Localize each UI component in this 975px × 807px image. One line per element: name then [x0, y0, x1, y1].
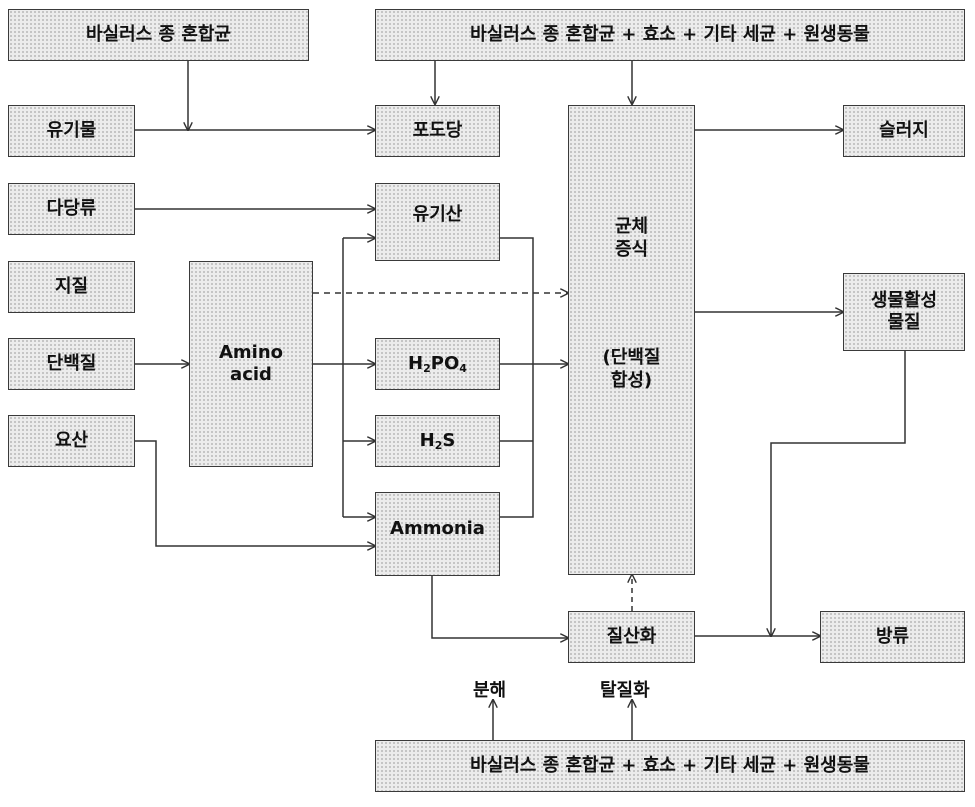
- box-amino-acid: Amino acid: [189, 261, 313, 467]
- box-ammonia-text: Ammonia: [390, 517, 485, 539]
- box-bioactive: 생물활성 물질: [843, 273, 965, 351]
- edge-acid-collector: [500, 237, 534, 518]
- box-urea-text: 요산: [54, 429, 89, 451]
- box-bacillus-enzyme-top: 바실러스 종 혼합균 + 효소 + 기타 세균 + 원생동물: [375, 9, 965, 61]
- label-decomposition: 분해: [473, 680, 507, 701]
- box-bacillus-enzyme-top-text: 바실러스 종 혼합균 + 효소 + 기타 세균 + 원생동물: [470, 23, 870, 45]
- cell-growth-line2: 증식: [614, 238, 649, 260]
- box-ammonia: Ammonia: [375, 492, 500, 576]
- box-cell-growth-text: 균체 증식 (단백질 합성): [603, 216, 661, 392]
- h2s-sub: 2: [434, 438, 443, 452]
- box-h2s-text: H2S: [420, 430, 456, 453]
- bioactive-line2: 물질: [887, 312, 921, 333]
- box-polysaccharide-text: 다당류: [46, 197, 97, 219]
- amino-line2: acid: [230, 364, 272, 385]
- box-organic-acid-text: 유기산: [412, 203, 463, 225]
- protein-synthesis-line2: 합성): [610, 369, 653, 391]
- h2s-h: H: [419, 429, 435, 451]
- box-bacillus-mix-text: 바실러스 종 혼합균: [85, 23, 231, 45]
- box-organic-matter: 유기물: [8, 105, 135, 157]
- box-glucose: 포도당: [375, 105, 500, 157]
- label-denitrification: 탈질화: [600, 680, 650, 701]
- box-phosphate-text: H2PO4: [408, 353, 467, 376]
- box-urea: 요산: [8, 415, 135, 467]
- box-phosphate: H2PO4: [375, 338, 500, 390]
- cell-growth-gap: [603, 261, 661, 347]
- box-bacillus-mix: 바실러스 종 혼합균: [8, 9, 309, 61]
- protein-synthesis-line1: (단백질: [602, 347, 661, 368]
- edge-bioactive-to-discharge: [771, 351, 906, 636]
- box-discharge-text: 방류: [875, 625, 910, 647]
- box-bacillus-enzyme-bottom-text: 바실러스 종 혼합균 + 효소 + 기타 세균 + 원생동물: [470, 754, 870, 776]
- box-organic-acid: 유기산: [375, 183, 500, 261]
- box-sludge: 슬러지: [843, 105, 965, 157]
- cell-growth-line1: 균체: [614, 216, 649, 237]
- box-lipid-text: 지질: [54, 275, 89, 297]
- box-nitrification: 질산화: [568, 611, 695, 663]
- box-nitrification-text: 질산화: [606, 625, 657, 647]
- bioactive-line1: 생물활성: [870, 289, 938, 311]
- box-bioactive-text: 생물활성 물질: [871, 290, 937, 335]
- amino-line1: Amino: [218, 341, 284, 363]
- box-protein-text: 단백질: [46, 352, 97, 374]
- box-cell-growth: 균체 증식 (단백질 합성): [568, 105, 695, 575]
- box-discharge: 방류: [820, 611, 965, 663]
- box-bacillus-enzyme-bottom: 바실러스 종 혼합균 + 효소 + 기타 세균 + 원생동물: [375, 740, 965, 792]
- box-glucose-text: 포도당: [412, 119, 463, 141]
- box-h2s: H2S: [375, 415, 500, 467]
- box-organic-matter-text: 유기물: [46, 119, 97, 141]
- box-polysaccharide: 다당류: [8, 183, 135, 235]
- box-protein: 단백질: [8, 338, 135, 390]
- phosphate-h: H: [408, 352, 424, 374]
- box-sludge-text: 슬러지: [879, 119, 929, 141]
- phosphate-sub: 2: [423, 361, 431, 375]
- h2s-s: S: [442, 429, 456, 451]
- phosphate-po: PO: [430, 352, 460, 374]
- phosphate-sub2: 4: [459, 361, 467, 375]
- box-amino-acid-text: Amino acid: [219, 342, 283, 387]
- edge-ammonia-to-nitrification: [431, 576, 568, 638]
- edge-urea-to-ammonia: [135, 440, 375, 546]
- box-lipid: 지질: [8, 261, 135, 313]
